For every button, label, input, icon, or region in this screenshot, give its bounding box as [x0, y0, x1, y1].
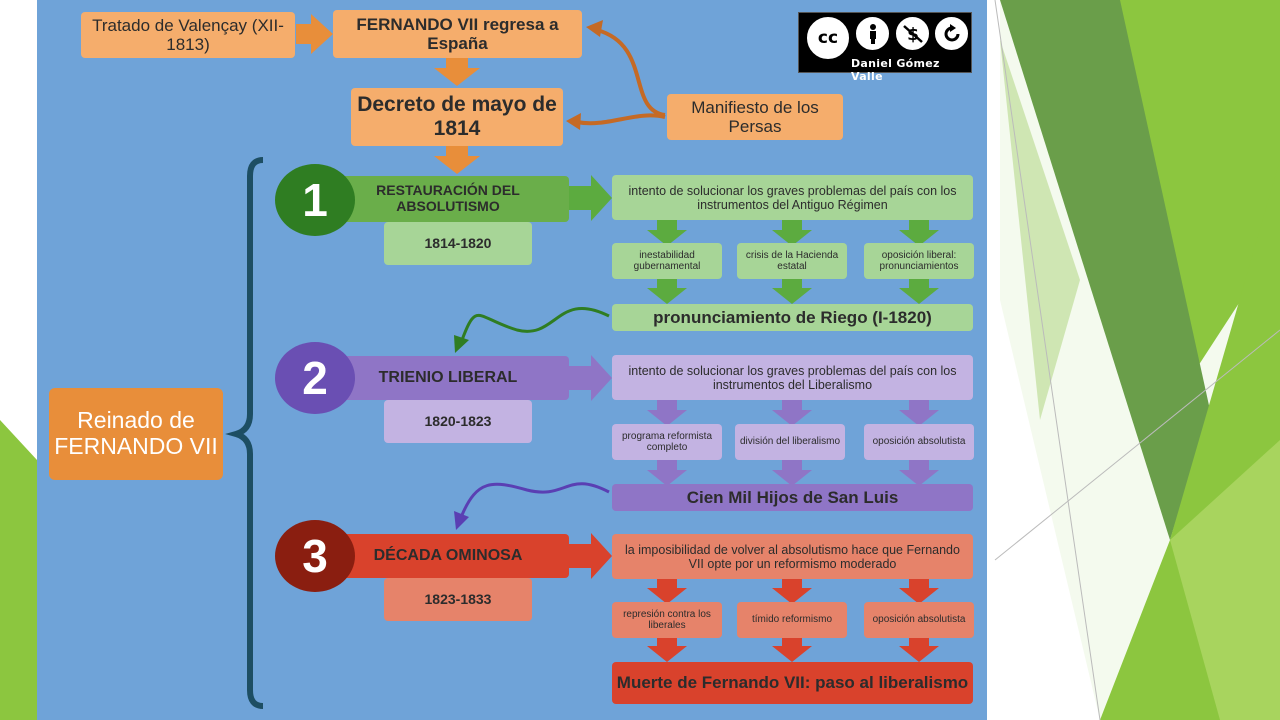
arrow-right-p2	[569, 355, 612, 401]
period-3-cause-3: oposición absolutista	[864, 602, 974, 638]
period-2-intent: intento de solucionar los graves problem…	[612, 355, 973, 400]
period-3-cause-1: represión contra los liberales	[612, 602, 722, 638]
arrow-manifesto-return	[596, 28, 666, 117]
brace	[225, 157, 264, 709]
arrow-riego-p2	[460, 306, 610, 341]
arrow-manifesto-decree	[576, 113, 666, 126]
period-2-cause-1: programa reformista completo	[612, 424, 722, 460]
cc-license-badge: cc $ Daniel Gómez Valle	[798, 12, 972, 83]
no-dollar-icon: $	[896, 17, 929, 50]
treaty-box: Tratado de Valençay (XII-1813)	[81, 12, 295, 58]
arrow-decree-period1	[434, 146, 480, 174]
period-3-cause-2: tímido reformismo	[737, 602, 847, 638]
right-lime-facet	[1170, 440, 1280, 720]
right-light-facet	[1000, 40, 1080, 420]
reign-box: Reinado de FERNANDO VII	[49, 388, 223, 480]
period-1-intent: intento de solucionar los graves problem…	[612, 175, 973, 220]
period-2-cause-2: división del liberalismo	[735, 424, 845, 460]
period-1-cause-3: oposición liberal: pronunciamientos	[864, 243, 974, 279]
period-3-number: 3	[275, 520, 355, 592]
return-box: FERNANDO VII regresa a España	[333, 10, 582, 58]
period-2-cause-3: oposición absolutista	[864, 424, 974, 460]
period-3-title: DÉCADA OMINOSA	[327, 534, 569, 578]
arrowhead	[586, 20, 603, 37]
period-1-cause-2: crisis de la Hacienda estatal	[737, 243, 847, 279]
period-1-cause-1: inestabilidad gubernamental	[612, 243, 722, 279]
cc-icon: cc	[807, 17, 849, 59]
arrows-down-p2	[647, 400, 939, 486]
connectors	[225, 14, 939, 709]
period-1-number: 1	[275, 164, 355, 236]
arrow-treaty-return	[296, 14, 333, 54]
arrows-down-p3	[647, 578, 939, 662]
period-3-years: 1823-1833	[384, 578, 532, 621]
period-3-intent: la imposibilidad de volver al absolutism…	[612, 534, 973, 579]
arrowhead	[566, 113, 581, 130]
period-2-title: TRIENIO LIBERAL	[327, 356, 569, 400]
manifesto-box: Manifiesto de los Persas	[667, 94, 843, 140]
left-green-facet	[0, 420, 37, 720]
person-icon	[856, 17, 889, 50]
share-alike-icon	[935, 17, 968, 50]
right-dark-facet	[1000, 0, 1210, 540]
arrow-sanluis-p3	[460, 482, 610, 516]
arrow-right-p1	[569, 175, 612, 221]
license-author: Daniel Gómez Valle	[851, 57, 940, 83]
period-1-outcome: pronunciamiento de Riego (I-1820)	[612, 304, 973, 331]
arrow-return-decree	[434, 58, 480, 86]
period-2-number: 2	[275, 342, 355, 414]
arrowhead	[454, 511, 469, 530]
arrows-down-p1	[647, 220, 939, 304]
thin-line	[994, 0, 1101, 720]
thin-line	[994, 329, 1280, 561]
diagram-panel: Tratado de Valençay (XII-1813) FERNANDO …	[37, 0, 987, 720]
arrowhead	[454, 335, 469, 353]
period-1-years: 1814-1820	[384, 222, 532, 265]
arrow-right-p3	[569, 533, 612, 579]
decree-box: Decreto de mayo de 1814	[351, 88, 563, 146]
period-2-years: 1820-1823	[384, 400, 532, 443]
period-2-outcome: Cien Mil Hijos de San Luis	[612, 484, 973, 511]
period-3-outcome: Muerte de Fernando VII: paso al liberali…	[612, 662, 973, 704]
period-1-title: RESTAURACIÓN DEL ABSOLUTISMO	[327, 176, 569, 222]
